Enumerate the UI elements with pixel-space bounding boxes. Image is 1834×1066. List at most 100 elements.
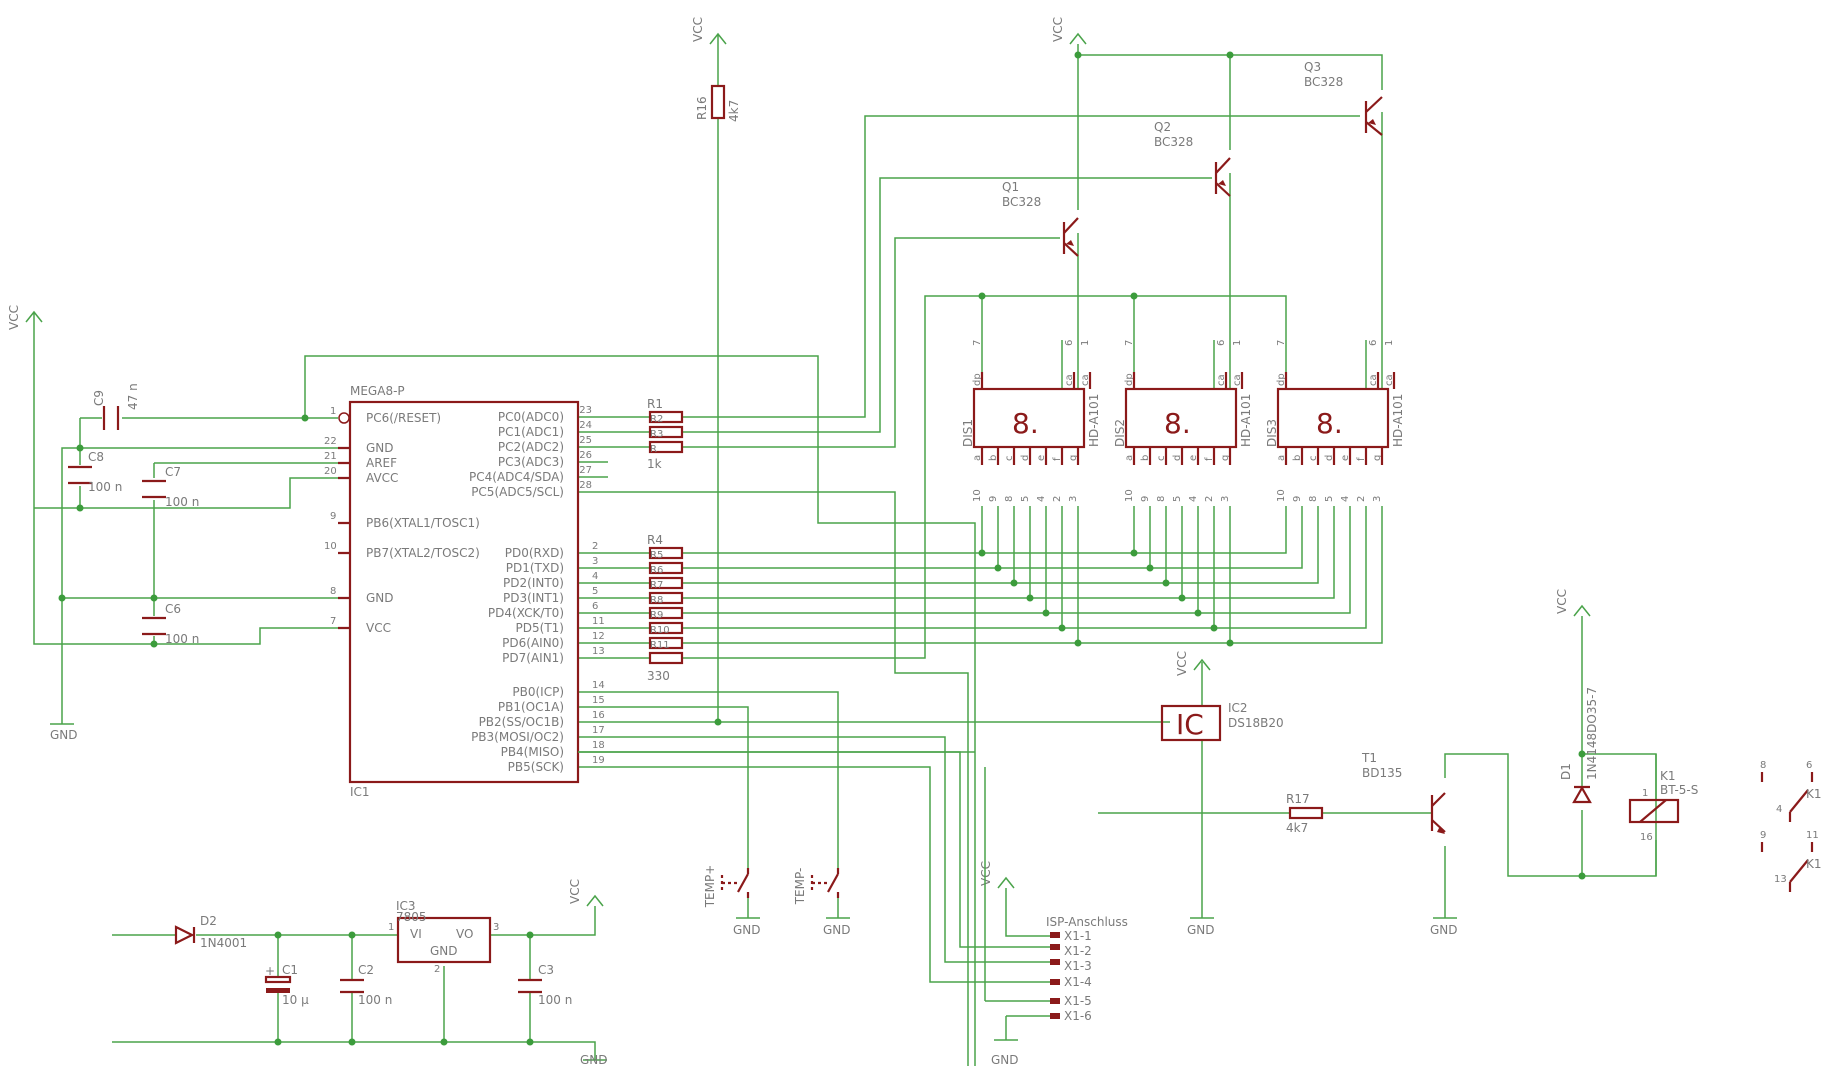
svg-text:VCC: VCC: [568, 879, 582, 904]
svg-text:8.: 8.: [1164, 407, 1191, 440]
display-top-pin-number: 6: [1216, 340, 1227, 346]
svg-text:IC3: IC3: [396, 899, 416, 913]
svg-text:4k7: 4k7: [727, 100, 741, 122]
display-bottom-pin-number: 10: [1124, 489, 1135, 502]
svg-text:C8: C8: [88, 450, 104, 464]
display-bottom-pin-number: 9: [1292, 496, 1303, 502]
display-bottom-pin-label: d: [1020, 455, 1031, 461]
display-top-pin-number: 7: [1276, 340, 1287, 346]
display-top-pin-number: 1: [1080, 340, 1091, 346]
svg-text:VO: VO: [456, 927, 473, 941]
svg-text:25: 25: [579, 435, 592, 446]
svg-text:PD7(AIN1): PD7(AIN1): [502, 651, 564, 665]
svg-text:PD0(RXD): PD0(RXD): [505, 546, 564, 560]
svg-text:GND: GND: [991, 1053, 1019, 1066]
svg-text:16: 16: [1640, 832, 1653, 843]
svg-text:BC328: BC328: [1002, 195, 1041, 209]
display-bottom-pin-label: f: [1356, 457, 1367, 461]
svg-text:X1-1: X1-1: [1064, 929, 1092, 943]
display-bottom-pin-number: 4: [1188, 496, 1199, 502]
display-bottom-pin-number: 8: [1308, 496, 1319, 502]
svg-text:K1: K1: [1660, 769, 1676, 783]
svg-text:23: 23: [579, 405, 592, 416]
svg-text:3: 3: [493, 922, 499, 933]
svg-text:AVCC: AVCC: [366, 471, 398, 485]
display-bottom-pin-label: g: [1220, 455, 1231, 461]
display-bottom-pin-number: 3: [1372, 496, 1383, 502]
svg-text:BT-5-S: BT-5-S: [1660, 783, 1698, 797]
svg-text:PB5(SCK): PB5(SCK): [508, 760, 564, 774]
svg-text:VI: VI: [410, 927, 422, 941]
relay-contacts: 8 6 4 K1 9 11 13 K1: [1760, 760, 1822, 892]
svg-text:1N4148DO35-7: 1N4148DO35-7: [1585, 687, 1599, 780]
svg-text:PC2(ADC2): PC2(ADC2): [498, 440, 564, 454]
display-bottom-pin-number: 8: [1004, 496, 1015, 502]
svg-text:C1: C1: [282, 963, 298, 977]
svg-text:R6: R6: [650, 565, 663, 576]
svg-text:VCC: VCC: [1175, 651, 1189, 676]
display-top-pin-number: 7: [1124, 340, 1135, 346]
svg-text:8: 8: [330, 586, 336, 597]
svg-text:PD5(T1): PD5(T1): [516, 621, 564, 635]
display-top-pin-label: ca: [1216, 374, 1227, 386]
svg-text:15: 15: [592, 695, 605, 706]
display-bottom-pin-number: 2: [1052, 496, 1063, 502]
gnd-symbol-temp-plus: GND: [733, 917, 761, 937]
transistor-t1: T1 BD135: [1361, 751, 1446, 834]
svg-text:100 n: 100 n: [165, 495, 199, 509]
display-bottom-pin-label: d: [1324, 455, 1335, 461]
display-bottom-pin-number: 3: [1220, 496, 1231, 502]
regulator-ic3: IC3 7805 VI VO GND 1 3 2: [388, 899, 499, 975]
display-bottom-pin-number: 3: [1068, 496, 1079, 502]
svg-text:17: 17: [592, 725, 605, 736]
svg-text:3: 3: [592, 556, 598, 567]
svg-text:TEMP-: TEMP-: [793, 868, 807, 906]
svg-text:13: 13: [1774, 874, 1787, 885]
svg-text:PC3(ADC3): PC3(ADC3): [498, 455, 564, 469]
svg-text:16: 16: [592, 710, 605, 721]
vcc-symbol-r16: VCC: [691, 17, 727, 45]
junctions: [58, 51, 1586, 1046]
display-bottom-pin-number: 5: [1324, 496, 1335, 502]
svg-text:X1-2: X1-2: [1064, 944, 1092, 958]
svg-text:100 n: 100 n: [358, 993, 392, 1007]
svg-text:PD3(INT1): PD3(INT1): [503, 591, 564, 605]
svg-text:D2: D2: [200, 914, 217, 928]
display-top-pin-label: ca: [1384, 374, 1395, 386]
capacitor-c3: C3 100 n: [518, 963, 572, 1007]
display-top-pin-number: 6: [1064, 340, 1075, 346]
display-bottom-pin-number: 2: [1356, 496, 1367, 502]
svg-text:6: 6: [1806, 760, 1812, 771]
transistor-q3: Q3 BC328: [1304, 60, 1383, 136]
display-bottom-pin-label: a: [1124, 455, 1135, 461]
svg-text:ISP-Anschluss: ISP-Anschluss: [1046, 915, 1128, 929]
svg-text:R16: R16: [695, 96, 709, 120]
svg-text:14: 14: [592, 680, 605, 691]
svg-text:9: 9: [330, 511, 336, 522]
svg-text:BC328: BC328: [1154, 135, 1193, 149]
svg-text:C2: C2: [358, 963, 374, 977]
svg-text:GND: GND: [823, 923, 851, 937]
svg-text:21: 21: [324, 451, 337, 462]
svg-text:GND: GND: [366, 441, 394, 455]
svg-text:18: 18: [592, 740, 605, 751]
button-temp-plus[interactable]: TEMP+: [703, 865, 750, 909]
svg-text:PD6(AIN0): PD6(AIN0): [502, 636, 564, 650]
svg-text:R3: R3: [650, 429, 663, 440]
gnd-symbol-isp: GND: [991, 1039, 1019, 1066]
svg-text:GND: GND: [733, 923, 761, 937]
vcc-symbol-isp: VCC: [979, 861, 1015, 889]
svg-text:PC5(ADC5/SCL): PC5(ADC5/SCL): [471, 485, 564, 499]
display-top-pin-label: ca: [1064, 374, 1075, 386]
sensor-ic2: IC IC2 DS18B20: [1160, 701, 1284, 742]
svg-text:+: +: [265, 964, 275, 978]
svg-text:R9: R9: [650, 610, 663, 621]
svg-text:10: 10: [324, 541, 337, 552]
button-temp-minus[interactable]: TEMP-: [793, 868, 840, 906]
svg-text:PC0(ADC0): PC0(ADC0): [498, 410, 564, 424]
svg-text:24: 24: [579, 420, 592, 431]
svg-text:R7: R7: [650, 580, 663, 591]
